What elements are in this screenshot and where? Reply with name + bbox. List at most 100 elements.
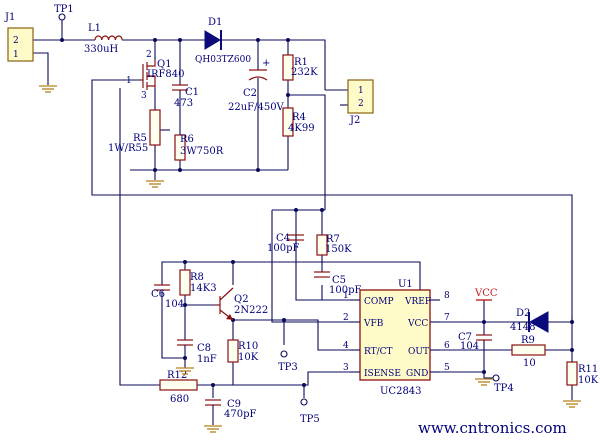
r12-value: 680: [170, 394, 189, 405]
u1-pin-vfb-name: VFB: [363, 319, 384, 329]
r5-ref: R5: [133, 133, 147, 144]
l1-ref: L1: [88, 23, 101, 34]
c5-value: 100pF: [329, 285, 361, 296]
capacitor-c9: C9 470pF: [205, 399, 256, 420]
test-point-tp1: TP1: [54, 4, 74, 21]
c2-ref: C2: [243, 88, 257, 99]
r8-value: 14K3: [190, 283, 217, 294]
test-point-tp3: TP3: [278, 350, 298, 373]
d2-value: 4148: [510, 322, 535, 333]
r11-ref: R11: [578, 364, 598, 375]
u1-pin-out-name: OUT: [408, 347, 429, 357]
resistor-r10: R10 10K: [227, 339, 259, 363]
tp4-ref: TP4: [494, 383, 514, 394]
c9-ref: C9: [227, 399, 241, 410]
resistor-r1: R1 232K: [282, 54, 318, 81]
c7-ref: C7: [458, 332, 472, 343]
r8-ref: R8: [190, 272, 204, 283]
r1-value: 232K: [291, 67, 318, 78]
c9-value: 470pF: [224, 409, 256, 420]
u1-pin-vref-name: VREF: [404, 297, 431, 307]
resistor-r6: R6 3W750R: [174, 134, 224, 161]
q2-value: 2N222: [234, 305, 268, 316]
connector-j1: 2 1 J1: [4, 12, 34, 62]
u1-pin-isense-name: ISENSE: [364, 369, 401, 379]
c4-value: 100pF: [267, 243, 299, 254]
ground-symbols: [39, 85, 581, 433]
u1-pin-gnd-num: 5: [444, 363, 450, 373]
q1-pin-3: 3: [141, 91, 147, 101]
resistor-r9: R9 10: [511, 335, 546, 369]
resistor-r11: R11 10K: [566, 361, 599, 386]
j2-pin-2-label: 2: [358, 99, 364, 109]
u1-pin-vcc-name: VCC: [407, 319, 428, 329]
tp5-ref: TP5: [300, 414, 320, 425]
capacitor-c2: + C2 22uF/450V: [228, 58, 285, 113]
capacitor-c1: C1 473: [172, 84, 199, 112]
mosfet-q1: 2 1 3 Q1 IRF840: [126, 50, 185, 101]
d2-ref: D2: [516, 308, 530, 319]
u1-pin-isense-num: 3: [343, 363, 349, 373]
c8-value: 1nF: [197, 354, 217, 365]
q1-value: IRF840: [147, 69, 185, 80]
r4-value: 4K99: [288, 123, 315, 134]
c6-ref: C6: [151, 289, 165, 300]
r9-ref: R9: [521, 335, 535, 346]
u1-pin-vref-num: 8: [444, 291, 450, 301]
resistor-r12: R12 680: [159, 370, 198, 405]
resistor-r7: R7 150K: [316, 234, 352, 256]
c8-ref: C8: [197, 343, 211, 354]
capacitor-c7: C7 104: [458, 332, 492, 353]
tp1-ref: TP1: [54, 4, 74, 15]
u1-pin-comp-num: 1: [343, 291, 349, 301]
ic-u1: U1 UC2843 1 2 4 3 COMP VFB RT/CT ISENSE …: [343, 279, 450, 397]
c2-value: 22uF/450V: [228, 102, 285, 113]
r1-ref: R1: [294, 57, 308, 68]
c1-ref: C1: [185, 87, 199, 98]
r5-value: 1W/R55: [108, 143, 148, 154]
c6-value: 104: [165, 299, 184, 310]
ground-icon: [176, 367, 194, 375]
r10-ref: R10: [238, 341, 258, 352]
j1-ref: J1: [4, 12, 15, 23]
inductor-l1: L1 330uH: [84, 23, 123, 55]
vcc-symbol: VCC: [474, 288, 498, 301]
q2-ref: Q2: [234, 294, 249, 305]
r12-ref: R12: [167, 370, 187, 381]
wire-network: [33, 20, 573, 425]
d1-value: QH03TZ600: [195, 55, 251, 65]
capacitor-c8: C8 1nF: [177, 339, 217, 365]
u1-pin-rtct-name: RT/CT: [364, 347, 393, 357]
test-point-tp4: TP4: [484, 374, 514, 394]
diode-d2: D2 4148: [510, 308, 549, 333]
u1-ref: U1: [398, 279, 413, 290]
q1-pin-2: 2: [146, 50, 152, 60]
r11-value: 10K: [578, 375, 599, 386]
capacitor-c6: C6 104: [151, 284, 184, 310]
c7-value: 104: [460, 341, 479, 352]
diode-d1: D1 QH03TZ600: [195, 17, 251, 65]
u1-pin-rtct-num: 4: [343, 341, 349, 351]
d1-ref: D1: [208, 17, 222, 28]
r4-ref: R4: [292, 112, 306, 123]
u1-pin-gnd-name: GND: [406, 369, 428, 379]
test-point-tp5: TP5: [300, 398, 320, 425]
r10-value: 10K: [238, 352, 259, 363]
c4-ref: C4: [276, 233, 290, 244]
ground-icon: [146, 170, 164, 188]
resistor-r5: R5 1W/R55: [108, 109, 161, 154]
u1-part: UC2843: [380, 386, 422, 397]
junction-dots: [60, 38, 574, 387]
ground-icon: [563, 400, 581, 408]
u1-pin-out-num: 6: [444, 341, 450, 351]
q1-ref: Q1: [157, 59, 172, 70]
ground-icon: [204, 425, 222, 433]
c5-ref: C5: [332, 275, 346, 286]
r6-value: 3W750R: [180, 146, 224, 157]
c2-polarity: +: [262, 58, 270, 69]
j1-pin-2-label: 2: [13, 36, 19, 46]
r9-value: 10: [523, 358, 536, 369]
c1-value: 473: [174, 98, 193, 109]
